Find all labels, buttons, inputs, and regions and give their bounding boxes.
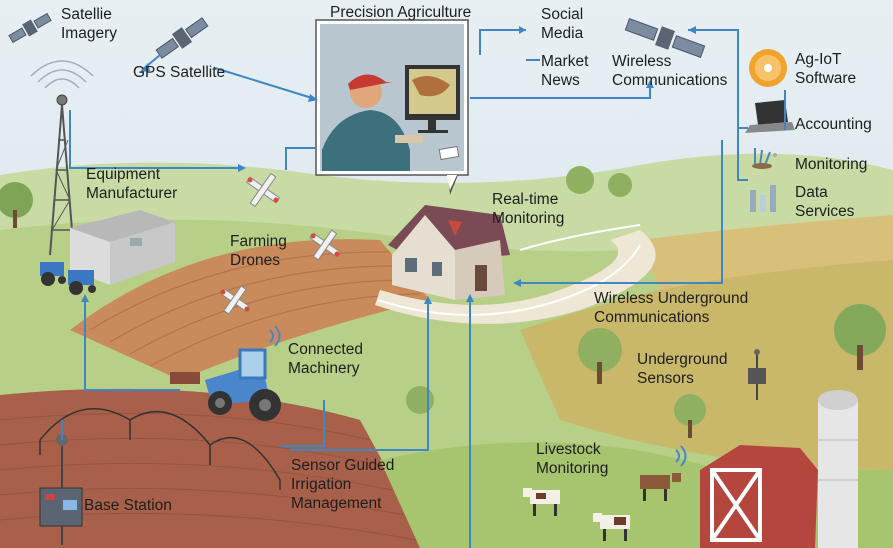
data-services-label: Data Services <box>795 184 855 220</box>
base-station <box>39 430 83 545</box>
livestock-monitoring-label: Livestock Monitoring <box>536 441 609 477</box>
far-wheat-field <box>640 215 893 290</box>
furrows-center <box>89 251 421 367</box>
connected-tractor <box>170 325 281 421</box>
monitoring-label: Monitoring <box>795 156 868 173</box>
barn <box>700 390 858 548</box>
gps-satellite-icon <box>155 17 209 59</box>
cell-tower <box>30 60 94 256</box>
manufacturer-building <box>70 210 175 285</box>
irrigation-system <box>39 408 281 490</box>
data-services-icon <box>750 185 776 212</box>
plowed-field-bottom <box>0 388 430 548</box>
underground-sensor <box>748 349 766 400</box>
trees <box>0 166 886 438</box>
equipment-manufacturer-label: Equipment Manufacturer <box>86 166 178 202</box>
market-news-label: Market News <box>541 53 589 89</box>
farming-drones-label: Farming Drones <box>230 233 287 269</box>
laptop-icon <box>745 100 795 133</box>
wheat-field <box>520 250 893 470</box>
wireless-communications-label: Wireless Communications <box>612 53 728 89</box>
connector-arrowheads <box>81 26 696 304</box>
sensor-guided-irrigation-label: Sensor Guided Irrigation Management <box>291 457 395 512</box>
software-disc-icon <box>749 49 787 87</box>
cows <box>523 445 687 541</box>
precision-agriculture-label: Precision Agriculture <box>330 4 472 21</box>
base-station-label: Base Station <box>84 497 172 514</box>
underground-sensors-label: Underground Sensors <box>637 351 728 387</box>
drone-rotors <box>220 177 340 312</box>
drone-icons <box>220 172 341 315</box>
wireless-underground-label: Wireless Underground Communications <box>594 290 749 326</box>
gps-satellite-label: GPS Satellite <box>133 64 226 81</box>
social-media-label: Social Media <box>541 6 584 42</box>
satellite-imagery-icon <box>8 12 52 44</box>
precision-agriculture-screen <box>315 19 469 195</box>
monitoring-icon <box>752 148 777 169</box>
small-tractors <box>40 262 96 295</box>
connector-lines <box>61 29 786 548</box>
realtime-monitoring-label: Real-time Monitoring <box>492 191 565 227</box>
ag-iot-software-label: Ag-IoT Software <box>795 51 857 87</box>
connected-machinery-label: Connected Machinery <box>288 341 363 377</box>
wireless-satellite-icon <box>624 18 706 58</box>
plowed-field-center <box>70 239 430 380</box>
farm-path <box>375 230 656 324</box>
accounting-label: Accounting <box>795 116 872 133</box>
farmhouse <box>388 205 510 300</box>
satellite-imagery-label: Satellie Imagery <box>61 6 117 42</box>
